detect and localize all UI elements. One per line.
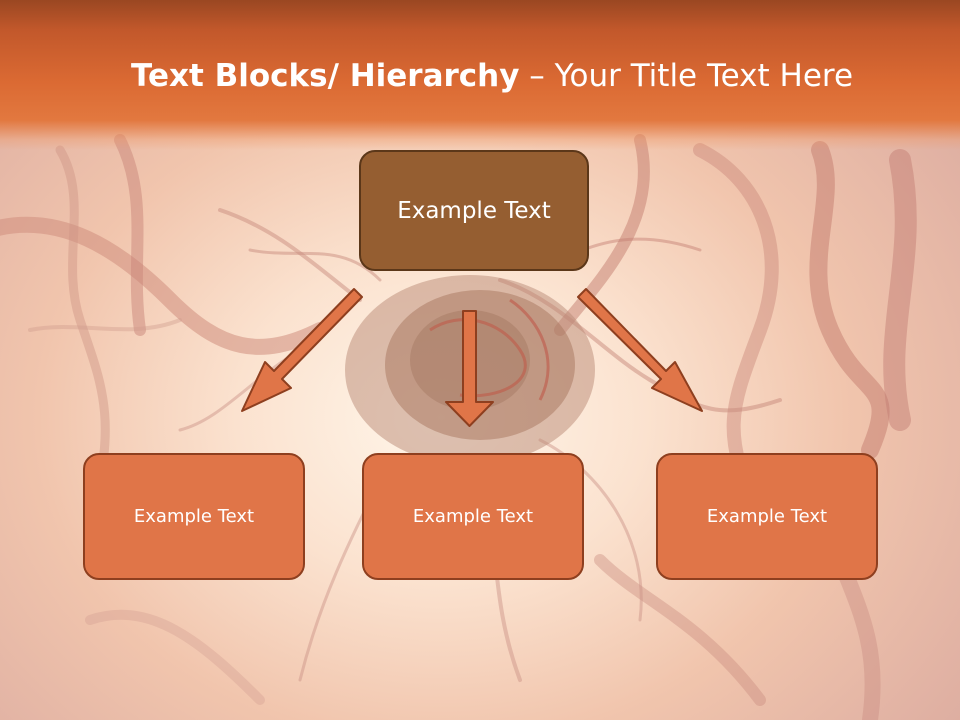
arrow-down-icon [445,310,494,427]
header-band [0,0,960,150]
arrow-down-right-icon [577,288,703,412]
child-box-right: Example Text [656,453,878,580]
slide-title: Text Blocks/ Hierarchy – Your Title Text… [0,52,960,100]
title-bold-text: Text Blocks/ Hierarchy [130,58,520,94]
child-box-middle: Example Text [362,453,584,580]
arrow-down-left-icon [241,288,363,412]
title-rest-text: – Your Title Text Here [519,58,854,94]
top-level-box: Example Text [359,150,589,271]
child-box-left: Example Text [83,453,305,580]
